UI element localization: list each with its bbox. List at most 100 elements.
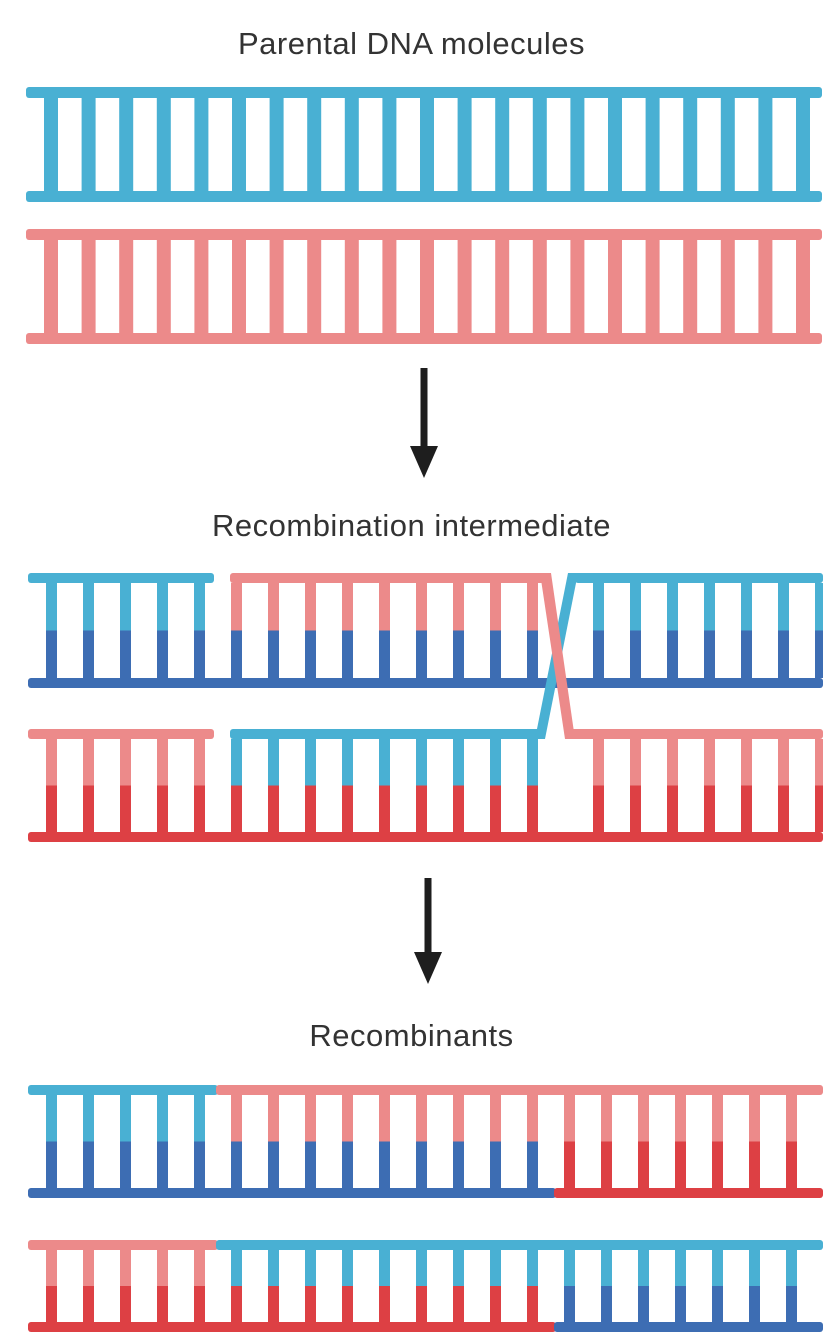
base-pair: [457, 95, 472, 194]
base-pair: [194, 95, 209, 194]
base-pair-top-half: [157, 583, 168, 631]
base-pair-top-half: [379, 583, 390, 631]
top-strand: [26, 229, 822, 240]
base-pair-top-half: [83, 739, 94, 786]
base-pair: [81, 237, 96, 336]
intermediate-molecule-1: [28, 573, 823, 688]
base-pair-bottom-half: [268, 785, 279, 832]
base-pair-top-half: [786, 1095, 797, 1142]
base-pair: [44, 237, 58, 336]
arrow-head: [410, 446, 438, 478]
base-pair-bottom-half: [704, 630, 715, 678]
top-strand-right: [216, 1240, 823, 1250]
base-pair-top-half: [667, 583, 678, 631]
base-pair-bottom-half: [786, 1286, 797, 1322]
base-pair-bottom-half: [268, 1286, 279, 1322]
base-pair-bottom-half: [667, 785, 678, 832]
base-pair: [344, 95, 359, 194]
base-pair-bottom-half: [83, 630, 94, 678]
bottom-strand: [28, 678, 823, 688]
process-arrows-group: [410, 368, 442, 984]
base-pair-top-half: [490, 1250, 501, 1286]
bottom-strand-left: [28, 1188, 556, 1198]
base-pair-top-half: [638, 1095, 649, 1142]
recombinant-molecules-group: [28, 1085, 823, 1332]
top-strand-right: [575, 573, 823, 583]
base-pair-top-half: [194, 739, 205, 786]
base-pair-top-half: [712, 1250, 723, 1286]
top-strand-left: [28, 1240, 218, 1250]
base-pair-top-half: [778, 739, 789, 786]
base-pair-bottom-half: [194, 1141, 205, 1188]
base-pair-bottom-half: [416, 1141, 427, 1188]
base-pair-top-half: [231, 1250, 242, 1286]
base-pair-top-half: [741, 739, 752, 786]
base-pair-bottom-half: [157, 1286, 168, 1322]
top-strand-invading: [230, 573, 548, 583]
base-pair-top-half: [157, 1250, 168, 1286]
base-pair-bottom-half: [630, 785, 641, 832]
base-pair: [495, 95, 510, 194]
base-pair-bottom-half: [749, 1286, 760, 1322]
base-pair-top-half: [593, 739, 604, 786]
base-pair: [269, 237, 284, 336]
base-pair-top-half: [120, 583, 131, 631]
base-pair-top-half: [630, 739, 641, 786]
intermediate-molecules-group: [28, 573, 823, 842]
top-strand-invading: [230, 729, 540, 739]
base-pair-top-half: [342, 583, 353, 631]
base-pair-bottom-half: [490, 1286, 501, 1322]
base-pair-bottom-half: [342, 785, 353, 832]
base-pair: [156, 95, 171, 194]
base-pair-bottom-half: [564, 1141, 575, 1188]
base-pair-bottom-half: [601, 1141, 612, 1188]
base-pair: [758, 95, 773, 194]
base-pair-top-half: [704, 739, 715, 786]
base-pair-bottom-half: [157, 1141, 168, 1188]
base-pair-top-half: [704, 583, 715, 631]
recombinant-molecule-2: [28, 1240, 823, 1332]
base-pair-bottom-half: [564, 1286, 575, 1322]
base-pair-top-half: [453, 1250, 464, 1286]
base-pair-bottom-half: [268, 630, 279, 678]
base-pair-top-half: [416, 583, 427, 631]
base-pair-bottom-half: [778, 785, 789, 832]
base-pair-bottom-half: [342, 1286, 353, 1322]
base-pair-top-half: [667, 739, 678, 786]
bottom-strand: [26, 191, 822, 202]
base-pair-bottom-half: [305, 1141, 316, 1188]
base-pair-bottom-half: [453, 1141, 464, 1188]
down-arrow-icon: [414, 878, 442, 984]
base-pair-bottom-half: [815, 630, 823, 678]
base-pair-bottom-half: [83, 1286, 94, 1322]
stage-title-intermediate: Recombination intermediate: [212, 508, 611, 543]
base-pair: [796, 95, 810, 194]
base-pair-top-half: [490, 1095, 501, 1142]
base-pair-bottom-half: [342, 1141, 353, 1188]
base-pair-top-half: [83, 583, 94, 631]
down-arrow-icon: [410, 368, 438, 478]
base-pair: [608, 237, 622, 336]
base-pair-bottom-half: [46, 1141, 57, 1188]
base-pair-bottom-half: [490, 785, 501, 832]
base-pair-bottom-half: [379, 785, 390, 832]
base-pair-top-half: [786, 1250, 797, 1286]
base-pair-bottom-half: [379, 1286, 390, 1322]
base-pair-top-half: [778, 583, 789, 631]
base-pair-bottom-half: [342, 630, 353, 678]
top-strand-left: [28, 729, 214, 739]
base-pair-top-half: [453, 1095, 464, 1142]
arrow-shaft: [424, 878, 432, 956]
base-pair: [420, 95, 434, 194]
base-pair: [44, 95, 58, 194]
base-pair-bottom-half: [741, 630, 752, 678]
base-pair-top-half: [675, 1095, 686, 1142]
bottom-strand: [26, 333, 822, 344]
base-pair-bottom-half: [83, 785, 94, 832]
base-pair: [232, 237, 246, 336]
base-pair: [608, 95, 622, 194]
parental-molecules-group: [26, 87, 822, 344]
intermediate-molecule-2: [28, 729, 823, 842]
base-pair: [156, 237, 171, 336]
